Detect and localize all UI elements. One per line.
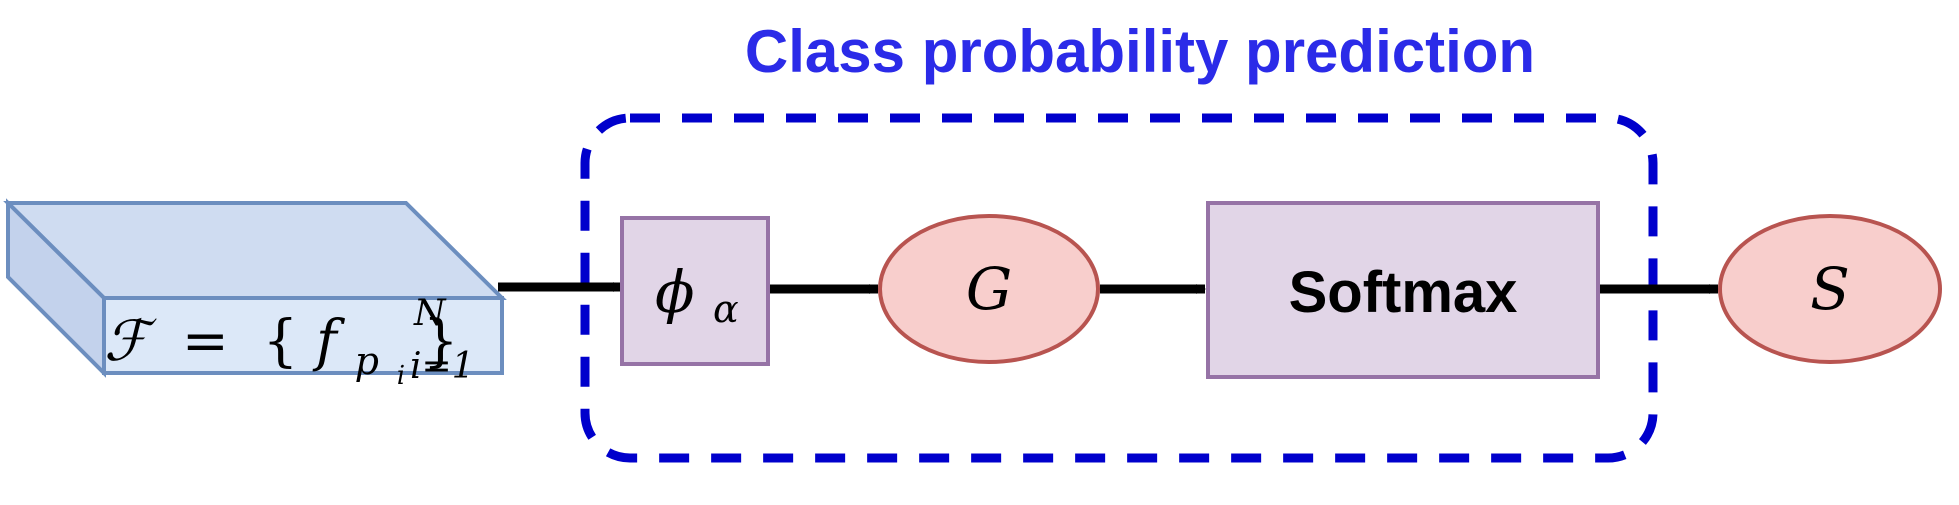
g-node <box>878 214 1100 364</box>
feature-subscript-range: i=1 <box>410 346 475 387</box>
feature-brace-open: { <box>263 309 299 374</box>
feature-equals: = <box>182 309 229 374</box>
feature-set-formula: ℱ = { f p i } <box>104 309 459 398</box>
feature-script-symbol: ℱ <box>104 309 157 374</box>
feature-p: p <box>355 339 379 383</box>
feature-superscript-n: N <box>413 293 447 334</box>
softmax-label: Softmax <box>1289 260 1518 325</box>
softmax-box <box>1206 201 1600 379</box>
phi-subscript: α <box>713 287 739 331</box>
phi-alpha-label: ϕ α <box>655 258 739 331</box>
feature-i: i <box>397 361 405 391</box>
phi-alpha-box <box>620 216 770 366</box>
prism-front-face <box>102 296 504 375</box>
feature-tensor-prism: ℱ = { f p i } N i=1 <box>3 198 507 398</box>
g-node-label: G <box>966 255 1012 323</box>
s-node <box>1718 214 1942 364</box>
feature-brace-close: } <box>423 309 459 374</box>
feature-f: f <box>312 309 346 374</box>
phi-symbol: ϕ <box>655 258 695 326</box>
s-node-label: S <box>1810 255 1850 323</box>
diagram-title: Class probability prediction <box>745 18 1535 85</box>
